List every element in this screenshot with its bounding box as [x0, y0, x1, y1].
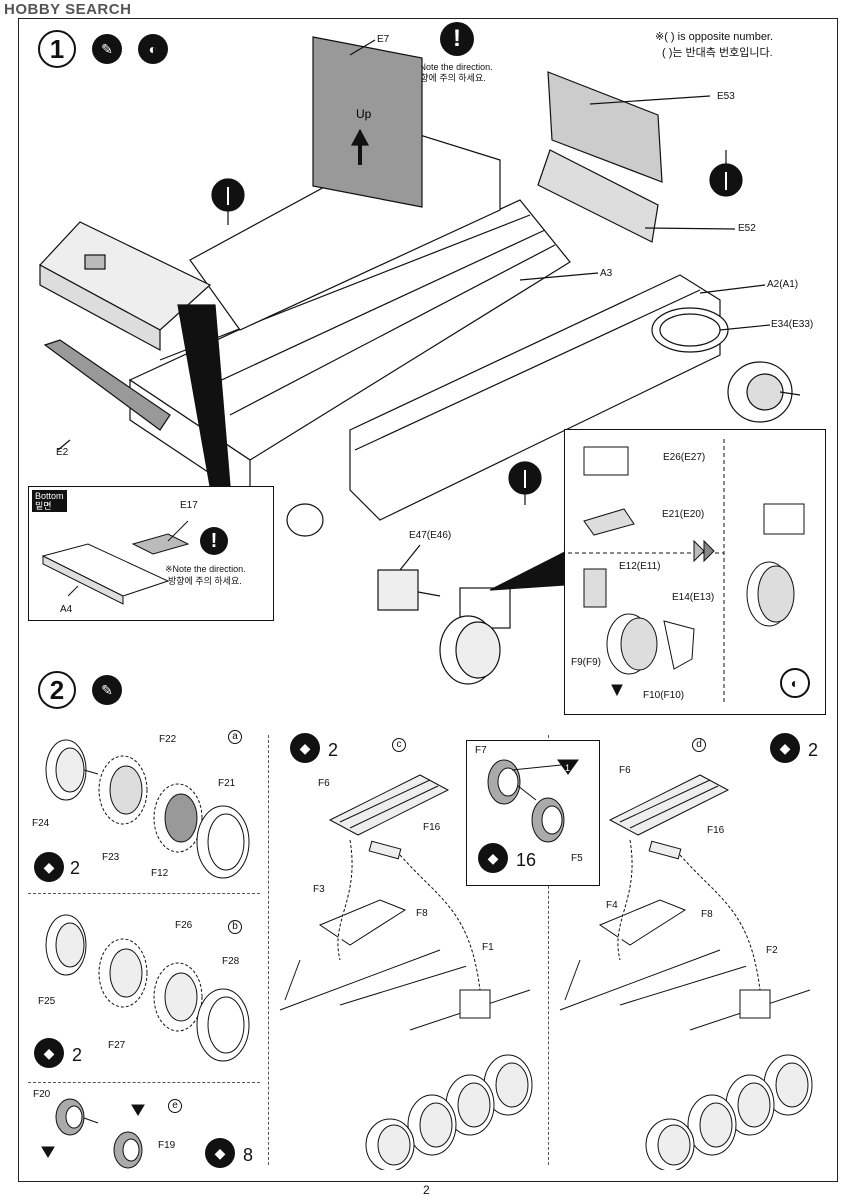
watermark: HOBBY SEARCH [4, 1, 132, 18]
wheel-box-ref: 1 [565, 763, 570, 773]
marker-b: b [228, 920, 242, 934]
step-1-number: 1 [38, 30, 76, 68]
quantity-icon-b: ◆ [34, 1038, 64, 1068]
label-f21: F21 [218, 778, 236, 789]
label-f7: F7 [475, 745, 487, 756]
label-e12: E12(E11) [619, 561, 661, 572]
count-d: 2 [808, 740, 819, 760]
label-f1: F1 [482, 942, 494, 953]
label-f16-c: F16 [423, 822, 441, 833]
label-f10: F10(F10) [643, 690, 685, 701]
opposite-note-ko: ( )는 반대측 번호입니다. [662, 47, 773, 59]
label-f19: F19 [158, 1140, 176, 1151]
label-f22: F22 [159, 734, 177, 745]
quantity-icon-d: ◆ [770, 733, 800, 763]
quantity-icon-a: ◆ [34, 852, 64, 882]
sub-c-drawing [279, 774, 533, 1170]
count-wheels: 16 [516, 850, 537, 870]
label-f12: F12 [151, 868, 169, 879]
label-e53: E53 [717, 91, 735, 102]
up-label: Up [356, 107, 372, 121]
divider-vertical-1 [268, 735, 269, 1165]
label-f28: F28 [222, 956, 240, 967]
part-e53 [547, 71, 663, 183]
marker-e: e [168, 1099, 182, 1113]
sub-a-drawing [45, 739, 250, 879]
sub-e-drawing [41, 1098, 145, 1169]
detail-drawing [568, 439, 805, 705]
side-hull [349, 274, 721, 521]
opposite-side-icon: ◐ [138, 34, 168, 64]
step-1-diagram: Up [39, 36, 801, 685]
part-e52 [537, 149, 659, 243]
lower-front-plate [43, 339, 171, 431]
label-f23: F23 [102, 852, 120, 863]
direction-note-ko: 방향에 주의 하세요. [412, 73, 486, 83]
quantity-icon-wheels: ◆ [478, 843, 508, 873]
label-f20: F20 [33, 1089, 51, 1100]
label-e2: E2 [56, 447, 69, 458]
opposite-side-icon-inset: ◐ [780, 668, 810, 698]
marker-c: c [392, 738, 406, 752]
marker-a: a [228, 730, 242, 744]
page-frame [18, 18, 838, 1182]
label-f16-d: F16 [707, 825, 725, 836]
label-f8-d: F8 [701, 909, 713, 920]
label-e52: E52 [738, 223, 756, 234]
count-a: 2 [70, 858, 81, 878]
wheel-box-drawing: 1 [487, 759, 579, 843]
label-e7: E7 [377, 34, 390, 45]
step-2-number: 2 [38, 671, 76, 709]
opposite-note-en: ※( ) is opposite number. [655, 31, 774, 43]
quantity-icon-c: ◆ [290, 733, 320, 763]
count-b: 2 [72, 1045, 83, 1065]
divider-vertical-2 [548, 735, 549, 1165]
divider-a-b [28, 893, 260, 894]
label-f4: F4 [606, 900, 618, 911]
label-f6-c: F6 [318, 778, 330, 789]
label-a4: A4 [60, 604, 73, 615]
label-f8-c: F8 [416, 908, 428, 919]
marker-d: d [692, 738, 706, 752]
label-e17: E17 [180, 500, 198, 511]
label-f27: F27 [108, 1040, 126, 1051]
label-e34: E34(E33) [771, 319, 814, 330]
bottom-warning-icon: ! [200, 527, 228, 555]
sub-b-drawing [45, 914, 250, 1062]
label-e21: E21(E20) [662, 509, 705, 520]
quantity-icon-e: ◆ [205, 1138, 235, 1168]
label-e26: E26(E27) [663, 452, 706, 463]
label-a2: A2(A1) [767, 279, 799, 290]
glue-icon: ✎ [92, 34, 122, 64]
sub-d-drawing [559, 774, 813, 1170]
page-number: 2 [423, 1183, 430, 1197]
direction-note-en: ※Note the direction. [412, 62, 493, 72]
warning-icon: ! [440, 22, 474, 56]
label-a3: A3 [600, 268, 613, 279]
label-f24: F24 [32, 818, 50, 829]
label-f25: F25 [38, 996, 56, 1007]
glue-icon-step2: ✎ [92, 675, 122, 705]
label-f5: F5 [571, 853, 583, 864]
label-f6-d: F6 [619, 765, 631, 776]
label-e47: E47(E46) [409, 530, 452, 541]
label-f9: F9(F9) [571, 657, 601, 668]
count-c: 2 [328, 740, 339, 760]
plate-e7 [312, 36, 423, 208]
bottom-tag: Bottom 밑면 [32, 490, 67, 512]
label-e14: E14(E13) [672, 592, 715, 603]
divider-b-e [28, 1082, 260, 1083]
bottom-plate-drawing [41, 520, 190, 605]
label-f2: F2 [766, 945, 778, 956]
label-f26: F26 [175, 920, 193, 931]
bottom-note-en: ※Note the direction. [165, 564, 246, 574]
label-f3: F3 [313, 884, 325, 895]
bottom-note-ko: 방향에 주의 하세요. [168, 576, 242, 586]
count-e: 8 [243, 1145, 254, 1165]
